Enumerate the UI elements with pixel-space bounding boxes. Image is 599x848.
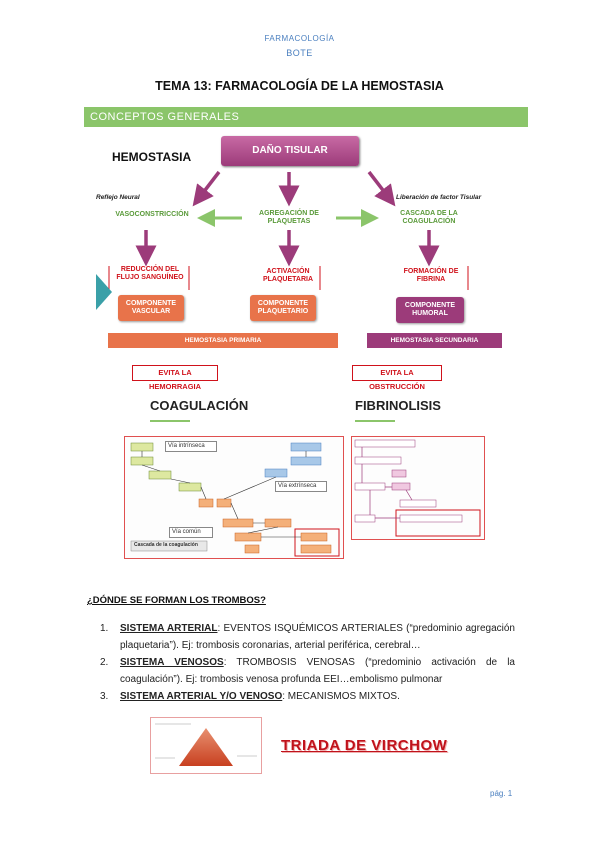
reduccion-flujo-label: REDUCCIÓN DEL FLUJO SANGUÍNEO bbox=[116, 266, 184, 282]
componente-vascular: COMPONENTE VASCULAR bbox=[118, 295, 184, 321]
coagulacion-underline bbox=[150, 420, 190, 422]
triada-virchow-heading: TRIADA DE VIRCHOW bbox=[281, 737, 448, 754]
fibrinolisis-underline bbox=[355, 420, 395, 422]
componente-humoral: COMPONENTE HUMORAL bbox=[396, 297, 464, 323]
activacion-label: ACTIVACIÓN PLAQUETARIA bbox=[262, 268, 314, 284]
trombos-list: 1. SISTEMA ARTERIAL: EVENTOS ISQUÉMICOS … bbox=[100, 620, 515, 705]
fibrinolysis-schematic bbox=[354, 439, 481, 537]
section-heading: CONCEPTOS GENERALES bbox=[84, 107, 528, 127]
via-extrinseca-label: Vía extrínseca bbox=[275, 481, 327, 492]
formacion-fibrina-label: FORMACIÓN DE FIBRINA bbox=[403, 268, 459, 284]
page-number: pág. 1 bbox=[490, 789, 513, 798]
list-text: : MECANISMOS MIXTOS. bbox=[282, 691, 400, 702]
list-item: 3. SISTEMA ARTERIAL Y/O VENOSO: MECANISM… bbox=[100, 688, 515, 705]
trombos-question: ¿DÓNDE SE FORMAN LOS TROMBOS? bbox=[87, 595, 266, 606]
componente-plaquetario: COMPONENTE PLAQUETARIO bbox=[250, 295, 316, 321]
hemostasia-secundaria-bar: HEMOSTASIA SECUNDARIA bbox=[367, 333, 502, 348]
list-text: : TROMBOSIS VENOSAS (“predominio activac… bbox=[120, 657, 515, 685]
list-term: SISTEMA ARTERIAL bbox=[120, 623, 218, 634]
cascada-caption: Cascada de la coagulación bbox=[134, 542, 198, 548]
header-author: BOTE bbox=[286, 48, 313, 58]
coagulation-cascade-image: Vía intrínseca Vía extrínseca Vía común … bbox=[124, 436, 344, 559]
cascade-schematic bbox=[130, 442, 340, 557]
hemostasia-diagram: HEMOSTASIA DAÑO TISULAR Reflejo Neural L… bbox=[84, 134, 528, 391]
list-term: SISTEMA VENOSOS bbox=[120, 657, 224, 668]
hemostasia-primaria-bar: HEMOSTASIA PRIMARIA bbox=[108, 333, 338, 348]
fibrinolysis-image bbox=[351, 436, 485, 540]
list-item: 2. SISTEMA VENOSOS: TROMBOSIS VENOSAS (“… bbox=[100, 654, 515, 688]
coagulacion-heading: COAGULACIÓN bbox=[150, 398, 249, 413]
list-number: 2. bbox=[100, 657, 109, 668]
evita-obstruccion-box: EVITA LA OBSTRUCCIÓN bbox=[352, 365, 442, 391]
list-number: 1. bbox=[100, 623, 109, 634]
reflejo-neural-label: Reflejo Neural bbox=[96, 194, 140, 201]
triangle-schematic bbox=[155, 723, 257, 766]
via-intrinseca-label: Vía intrínseca bbox=[165, 441, 217, 452]
cascada-label: CASCADA DE LA COAGULACIÓN bbox=[400, 210, 458, 226]
fibrinolisis-heading: FIBRINOLISIS bbox=[355, 398, 441, 413]
vasoconstriccion-label: VASOCONSTRICCIÓN bbox=[115, 211, 189, 218]
header-subject: FARMACOLOGÍA bbox=[264, 34, 335, 43]
list-text: : EVENTOS ISQUÉMICOS ARTERIALES (“predom… bbox=[120, 623, 515, 651]
page-title: TEMA 13: FARMACOLOGÍA DE LA HEMOSTASIA bbox=[155, 79, 444, 93]
via-comun-label: Vía común bbox=[169, 527, 213, 538]
list-item: 1. SISTEMA ARTERIAL: EVENTOS ISQUÉMICOS … bbox=[100, 620, 515, 654]
liberacion-factor-label: Liberación de factor Tisular bbox=[396, 194, 482, 201]
list-term: SISTEMA ARTERIAL Y/O VENOSO bbox=[120, 691, 283, 702]
evita-hemorragia-box: EVITA LA HEMORRAGIA bbox=[132, 365, 218, 391]
agregacion-label: AGREGACIÓN DE PLAQUETAS bbox=[259, 210, 319, 226]
virchow-triangle-image bbox=[150, 717, 262, 774]
dano-tisular-box: DAÑO TISULAR bbox=[221, 136, 359, 166]
hemostasia-label: HEMOSTASIA bbox=[112, 150, 192, 164]
diagram-arrows bbox=[96, 170, 469, 310]
list-number: 3. bbox=[100, 691, 109, 702]
